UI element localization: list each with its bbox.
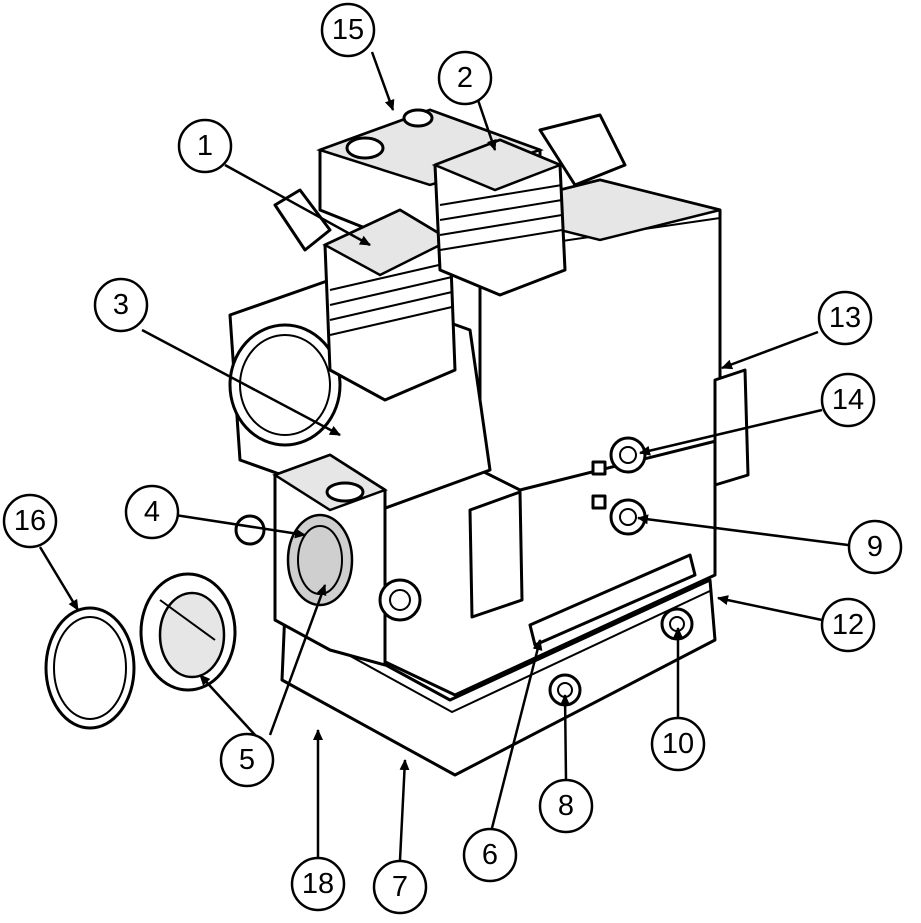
callout-6: 6 — [462, 827, 518, 883]
callout-labels: 15 2 1 3 4 16 5 18 — [2, 2, 903, 915]
callout-6-label: 6 — [482, 839, 498, 871]
callout-12-label: 12 — [832, 609, 864, 641]
leader-lines — [38, 51, 849, 861]
callout-16: 16 — [2, 493, 58, 549]
callout-1: 1 — [177, 118, 233, 174]
callout-14-label: 14 — [832, 384, 864, 416]
callout-2: 2 — [437, 50, 493, 106]
callout-15: 15 — [320, 2, 376, 58]
callout-13-label: 13 — [829, 302, 861, 334]
callout-2-label: 2 — [457, 62, 473, 94]
callout-4-label: 4 — [144, 496, 160, 528]
callout-1-label: 1 — [197, 130, 213, 162]
front-flange — [272, 453, 388, 667]
callout-16-label: 16 — [14, 505, 46, 537]
o-ring — [44, 606, 136, 730]
callout-3-label: 3 — [113, 289, 129, 321]
callout-7: 7 — [372, 859, 428, 915]
callout-12: 12 — [820, 597, 876, 653]
callout-5: 5 — [219, 732, 275, 788]
callout-14: 14 — [820, 372, 876, 428]
callout-3: 3 — [93, 277, 149, 333]
callout-9-label: 9 — [867, 531, 883, 563]
port-14 — [609, 436, 647, 474]
callout-18-label: 18 — [302, 868, 334, 900]
bolt-front — [378, 578, 422, 622]
round-cover — [228, 323, 342, 447]
connector-plug-1 — [273, 188, 457, 402]
handle — [528, 553, 697, 647]
callout-8-label: 8 — [558, 790, 574, 822]
callout-5-label: 5 — [239, 744, 255, 776]
callout-15-label: 15 — [332, 14, 364, 46]
valve-assembly-illustration — [228, 108, 750, 777]
callout-10-label: 10 — [662, 728, 694, 760]
removed-cap — [139, 572, 237, 692]
callout-18: 18 — [290, 856, 346, 912]
callout-10: 10 — [650, 716, 706, 772]
connector-plug-2 — [431, 113, 627, 297]
callout-8: 8 — [538, 778, 594, 834]
base-plate — [280, 578, 717, 777]
callout-7-label: 7 — [392, 871, 408, 903]
callout-4: 4 — [124, 484, 180, 540]
callout-9: 9 — [847, 519, 903, 575]
callout-13: 13 — [817, 290, 873, 346]
